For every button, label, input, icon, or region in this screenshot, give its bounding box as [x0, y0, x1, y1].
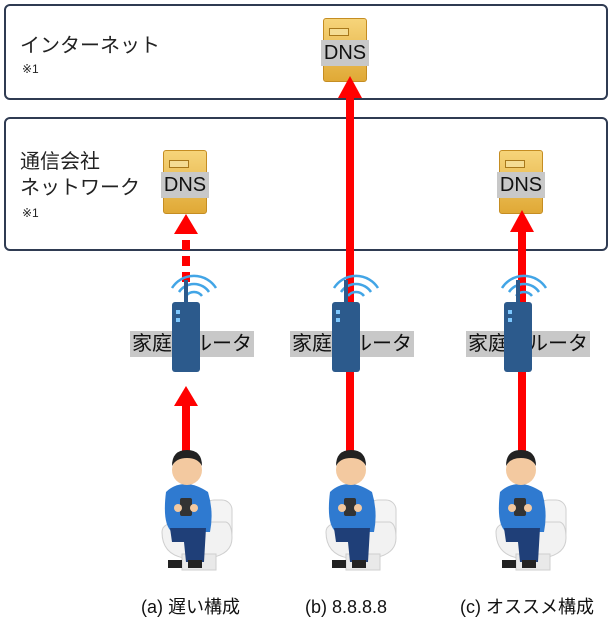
arrow-a: [174, 214, 198, 452]
dns-label: DNS: [161, 172, 209, 198]
wifi-icon: [170, 274, 218, 298]
wifi-icon: [332, 274, 380, 298]
caption-a: (a) 遅い構成: [141, 597, 240, 617]
carrier-zone-label-line1: 通信会社: [20, 151, 100, 173]
dns-label: DNS: [497, 172, 545, 198]
arrow-b: [338, 76, 362, 454]
internet-zone-note: ※1: [22, 62, 39, 76]
router-icon: [172, 280, 200, 372]
dns-server-carrier-c: DNS: [497, 150, 545, 214]
router-icon: [332, 280, 360, 372]
server-slot-icon: [329, 28, 349, 36]
dns-server-carrier-a: DNS: [161, 150, 209, 214]
person-on-toilet-icon: [161, 449, 233, 571]
server-slot-icon: [505, 160, 525, 168]
server-slot-icon: [169, 160, 189, 168]
dns-label: DNS: [321, 40, 369, 66]
dns-server-internet: DNS: [321, 18, 369, 82]
carrier-zone-label-line2: ネットワーク: [20, 177, 140, 199]
caption-b: (b) 8.8.8.8: [305, 597, 388, 617]
person-on-toilet-icon: [495, 449, 567, 571]
internet-zone-label: インターネット: [20, 35, 160, 57]
person-on-toilet-icon: [325, 449, 397, 571]
carrier-zone-note: ※1: [22, 206, 39, 220]
caption-c: (c) オススメ構成: [460, 597, 594, 617]
internet-zone: [4, 4, 608, 100]
